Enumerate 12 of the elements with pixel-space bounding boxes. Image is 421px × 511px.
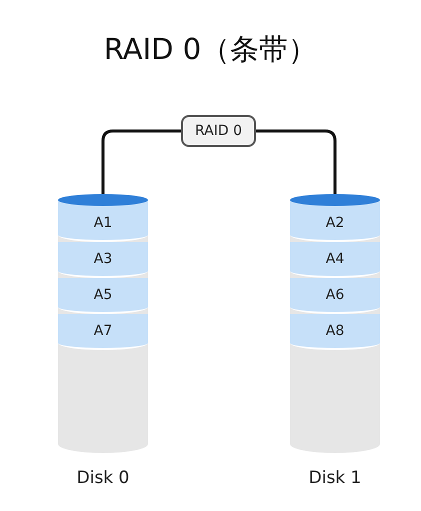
data-block: A6 <box>290 278 380 314</box>
disk-label: Disk 0 <box>76 468 130 488</box>
connector-line <box>256 130 336 194</box>
data-block: A5 <box>58 278 148 314</box>
data-block: A8 <box>290 314 380 350</box>
data-block: A3 <box>58 242 148 278</box>
controller-label: RAID 0 <box>181 115 256 147</box>
connector-line <box>102 130 181 194</box>
disk-label: Disk 1 <box>308 468 362 488</box>
data-block: A4 <box>290 242 380 278</box>
data-block: A7 <box>58 314 148 350</box>
diagram-title: RAID 0（条带） <box>102 31 318 68</box>
